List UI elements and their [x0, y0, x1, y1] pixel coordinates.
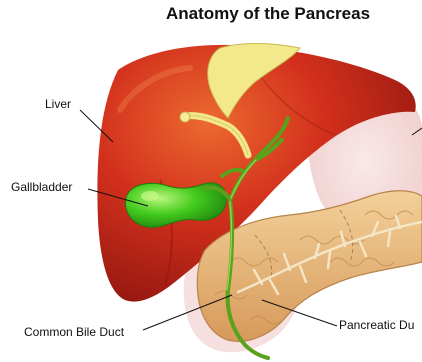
diagram-title: Anatomy of the Pancreas: [0, 4, 422, 24]
label-liver: Liver: [45, 97, 71, 111]
label-common-bile-duct: Common Bile Duct: [24, 325, 124, 339]
label-gallbladder: Gallbladder: [11, 180, 72, 194]
label-pancreatic-duct: Pancreatic Du: [339, 318, 414, 332]
